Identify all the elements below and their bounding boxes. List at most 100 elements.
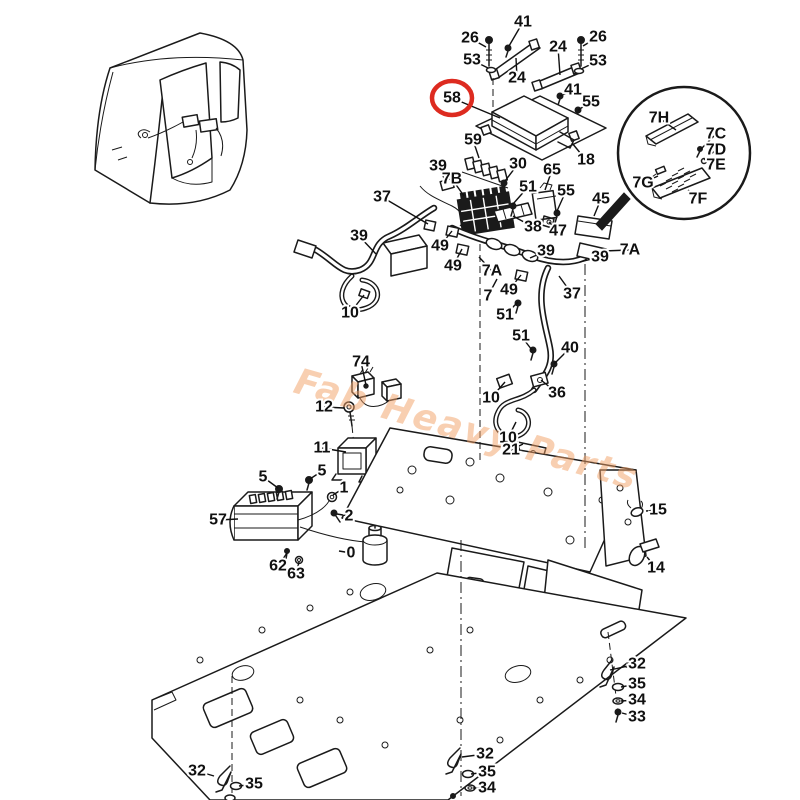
callout-2-46: 2: [345, 508, 354, 525]
washer-53-left: [485, 66, 497, 74]
leader-35-61: [238, 783, 255, 787]
callout-36-36: 36: [548, 385, 566, 402]
base-plate: [151, 572, 687, 800]
leader-5-44: [309, 470, 323, 480]
screw-41-top: [504, 44, 512, 58]
leader-55-17: [556, 190, 567, 212]
leader-10-32: [349, 294, 365, 314]
leader-7H-62: [658, 117, 677, 131]
leader-49-23: [439, 230, 453, 247]
leader-53-6: [580, 60, 599, 70]
callout-7C-63: 7C: [706, 126, 727, 143]
callout-37-19: 37: [373, 189, 391, 206]
fuse-box-7B: [456, 185, 515, 237]
leader-49-31: [508, 274, 522, 291]
leader-7G-66: [642, 175, 659, 184]
callout-14-52: 14: [647, 560, 665, 577]
callout-51-34: 51: [512, 328, 530, 345]
screw-55-b: [553, 209, 561, 224]
callout-30-14: 30: [509, 156, 527, 173]
callout-26-5: 26: [589, 29, 607, 46]
connector-7H: [645, 113, 699, 147]
leader-15-51: [645, 509, 659, 512]
callout-5-43: 5: [259, 469, 268, 486]
leader-38-20: [512, 215, 534, 228]
leader-62-49: [277, 552, 288, 567]
callout-41-7: 41: [564, 82, 582, 99]
leader-5-43: [262, 476, 279, 489]
connector-39-top: [439, 177, 455, 192]
connector-7F: [651, 167, 711, 200]
leader-30-14: [504, 163, 519, 182]
screw-12: [343, 401, 355, 447]
leader-32-53: [609, 663, 638, 671]
leader-51-34: [520, 335, 533, 351]
callout-7D-64: 7D: [706, 142, 726, 159]
callout-41-0: 41: [514, 14, 532, 31]
leader-36-36: [540, 379, 558, 394]
leader-65-15: [544, 169, 553, 191]
callout-35-61: 35: [245, 776, 263, 793]
leader-39-12: [437, 165, 448, 185]
callout-74-40: 74: [352, 354, 370, 371]
callout-53-2: 53: [463, 52, 481, 69]
valve-block-57: [229, 476, 367, 565]
callout-32-57: 32: [476, 746, 494, 763]
callout-39-22: 39: [350, 228, 368, 245]
leader-14-52: [646, 556, 657, 569]
callout-10-37: 10: [482, 390, 500, 407]
callout-34-55: 34: [628, 692, 646, 709]
harness-left: [293, 204, 438, 313]
leader-55-8: [577, 101, 592, 111]
washer-63: [294, 555, 304, 565]
washer-34-l: [224, 794, 236, 800]
callout-21-39: 21: [502, 442, 520, 459]
leader-7D-64: [703, 149, 717, 161]
callout-35-54: 35: [628, 676, 646, 693]
callout-39-12: 39: [429, 158, 447, 175]
leader-26-5: [582, 36, 599, 47]
callout-7A-25: 7A: [482, 263, 503, 280]
screw-51-b: [514, 299, 522, 314]
callout-7G-66: 7G: [632, 175, 653, 192]
relay-pair-74: [351, 366, 402, 407]
construction-lines: [479, 244, 586, 552]
leader-7C-63: [700, 133, 717, 150]
leader-40-35: [553, 347, 571, 365]
leader-51-33: [504, 301, 519, 316]
callout-55-17: 55: [557, 183, 575, 200]
leader-1-45: [332, 487, 345, 496]
callout-49-31: 49: [500, 282, 518, 299]
leader-37-19: [381, 196, 429, 225]
callout-53-6: 53: [589, 53, 607, 70]
leader-49-24: [452, 248, 463, 267]
hardware-stack-right: [599, 631, 625, 723]
callout-63-50: 63: [287, 566, 305, 583]
callout-1-45: 1: [340, 480, 349, 497]
leader-53-2: [471, 59, 489, 69]
clamp-37-a: [423, 219, 437, 232]
leader-39-27: [579, 256, 601, 263]
leader-39-22: [358, 235, 377, 255]
bolt-26-right: [577, 36, 585, 67]
leader-34-55: [620, 699, 638, 702]
leader-32-57: [461, 753, 486, 758]
ecu-box-side: [535, 117, 569, 151]
leader-24-4: [557, 46, 561, 76]
callout-39-27: 39: [591, 249, 609, 266]
callout-10-38: 10: [499, 430, 517, 447]
leader-11-42: [321, 447, 347, 453]
plate-flange-right: [599, 469, 647, 567]
callout-7A-28: 7A: [620, 242, 641, 259]
callout-55-8: 55: [582, 94, 600, 111]
leader-21-39: [510, 443, 524, 451]
leader-18-10: [571, 142, 587, 161]
bracket-47: [541, 215, 555, 229]
washer-53-right: [573, 67, 585, 75]
callout-7B-13: 7B: [442, 171, 462, 188]
callout-34-59: 34: [478, 780, 496, 797]
leader-59-11: [472, 139, 480, 159]
callout-11-42: 11: [314, 440, 331, 457]
